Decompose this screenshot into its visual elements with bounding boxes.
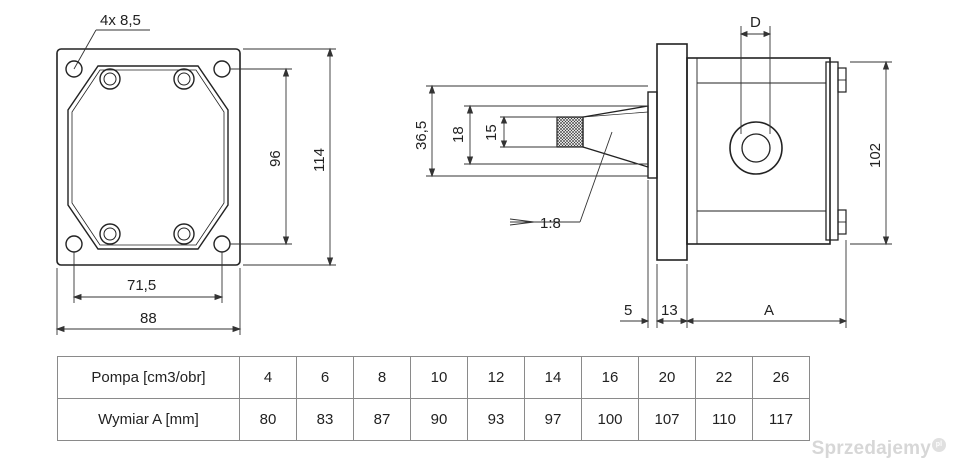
pump-body-octagon-inner: [71, 69, 225, 246]
taper-ratio: 1:8: [540, 215, 561, 232]
table-cell: 22: [695, 356, 753, 399]
bolt: [99, 223, 121, 245]
holes-label: 4x 8,5: [100, 12, 141, 29]
bolt: [173, 68, 195, 90]
rear-cover: [825, 61, 839, 241]
table-cell: 87: [353, 398, 411, 441]
table-cell: 14: [524, 356, 582, 399]
table-cell: 10: [410, 356, 468, 399]
mounting-hole: [65, 60, 83, 78]
spec-table: Pompa [cm3/obr] 4 6 8 10 12 14 16 20 22 …: [57, 356, 810, 441]
table-row: Wymiar A [mm] 80 83 87 90 93 97 100 107 …: [57, 398, 810, 441]
dim-hole-spacing-v: 96: [267, 150, 284, 167]
dim-flange-thickness: 13: [661, 302, 678, 319]
pump-body-side: [686, 57, 831, 245]
table-cell: 107: [638, 398, 696, 441]
shaft-hub: [647, 91, 658, 179]
side-view: [556, 43, 847, 261]
table-cell: 100: [581, 398, 639, 441]
table-cell: 16: [581, 356, 639, 399]
mounting-hole: [213, 235, 231, 253]
table-cell: 97: [524, 398, 582, 441]
mounting-hole: [65, 235, 83, 253]
dim-cone-large: 18: [450, 126, 467, 143]
table-cell: 4: [239, 356, 297, 399]
port-outer: [729, 121, 783, 175]
table-cell: 80: [239, 398, 297, 441]
dim-height: 114: [311, 148, 328, 172]
table-cell: 117: [752, 398, 810, 441]
dim-body-length: A: [764, 302, 774, 319]
side-flange: [656, 43, 688, 261]
watermark-suffix: pl: [932, 438, 946, 452]
dim-flange-diam: 36,5: [413, 121, 430, 150]
table-cell: 83: [296, 398, 354, 441]
dim-shaft-length: 5: [624, 302, 632, 319]
table-cell: 8: [353, 356, 411, 399]
mounting-hole: [213, 60, 231, 78]
table-cell: 12: [467, 356, 525, 399]
shaft-cone: [582, 105, 649, 168]
table-cell: 20: [638, 356, 696, 399]
bolt: [173, 223, 195, 245]
pump-body-octagon: [67, 65, 229, 250]
table-cell: 26: [752, 356, 810, 399]
front-view-dimensions: [55, 29, 336, 335]
dim-width: 88: [140, 310, 157, 327]
table-row: Pompa [cm3/obr] 4 6 8 10 12 14 16 20 22 …: [57, 356, 810, 399]
watermark-text: Sprzedajemy: [811, 438, 931, 459]
dim-body-height: 102: [867, 143, 884, 168]
mounting-flange-outline: [56, 48, 241, 266]
row1-header: Pompa [cm3/obr]: [57, 356, 240, 399]
front-view: [56, 48, 241, 266]
dim-shaft-diameter: D: [750, 14, 761, 31]
shaft-spline: [556, 116, 584, 148]
side-view-dimensions: [426, 26, 892, 328]
table-cell: 110: [695, 398, 753, 441]
bolt: [99, 68, 121, 90]
row2-header: Wymiar A [mm]: [57, 398, 240, 441]
table-cell: 6: [296, 356, 354, 399]
table-cell: 93: [467, 398, 525, 441]
dim-cone-small: 15: [483, 124, 500, 141]
dim-hole-spacing-h: 71,5: [127, 277, 156, 294]
table-cell: 90: [410, 398, 468, 441]
port-inner: [741, 133, 771, 163]
